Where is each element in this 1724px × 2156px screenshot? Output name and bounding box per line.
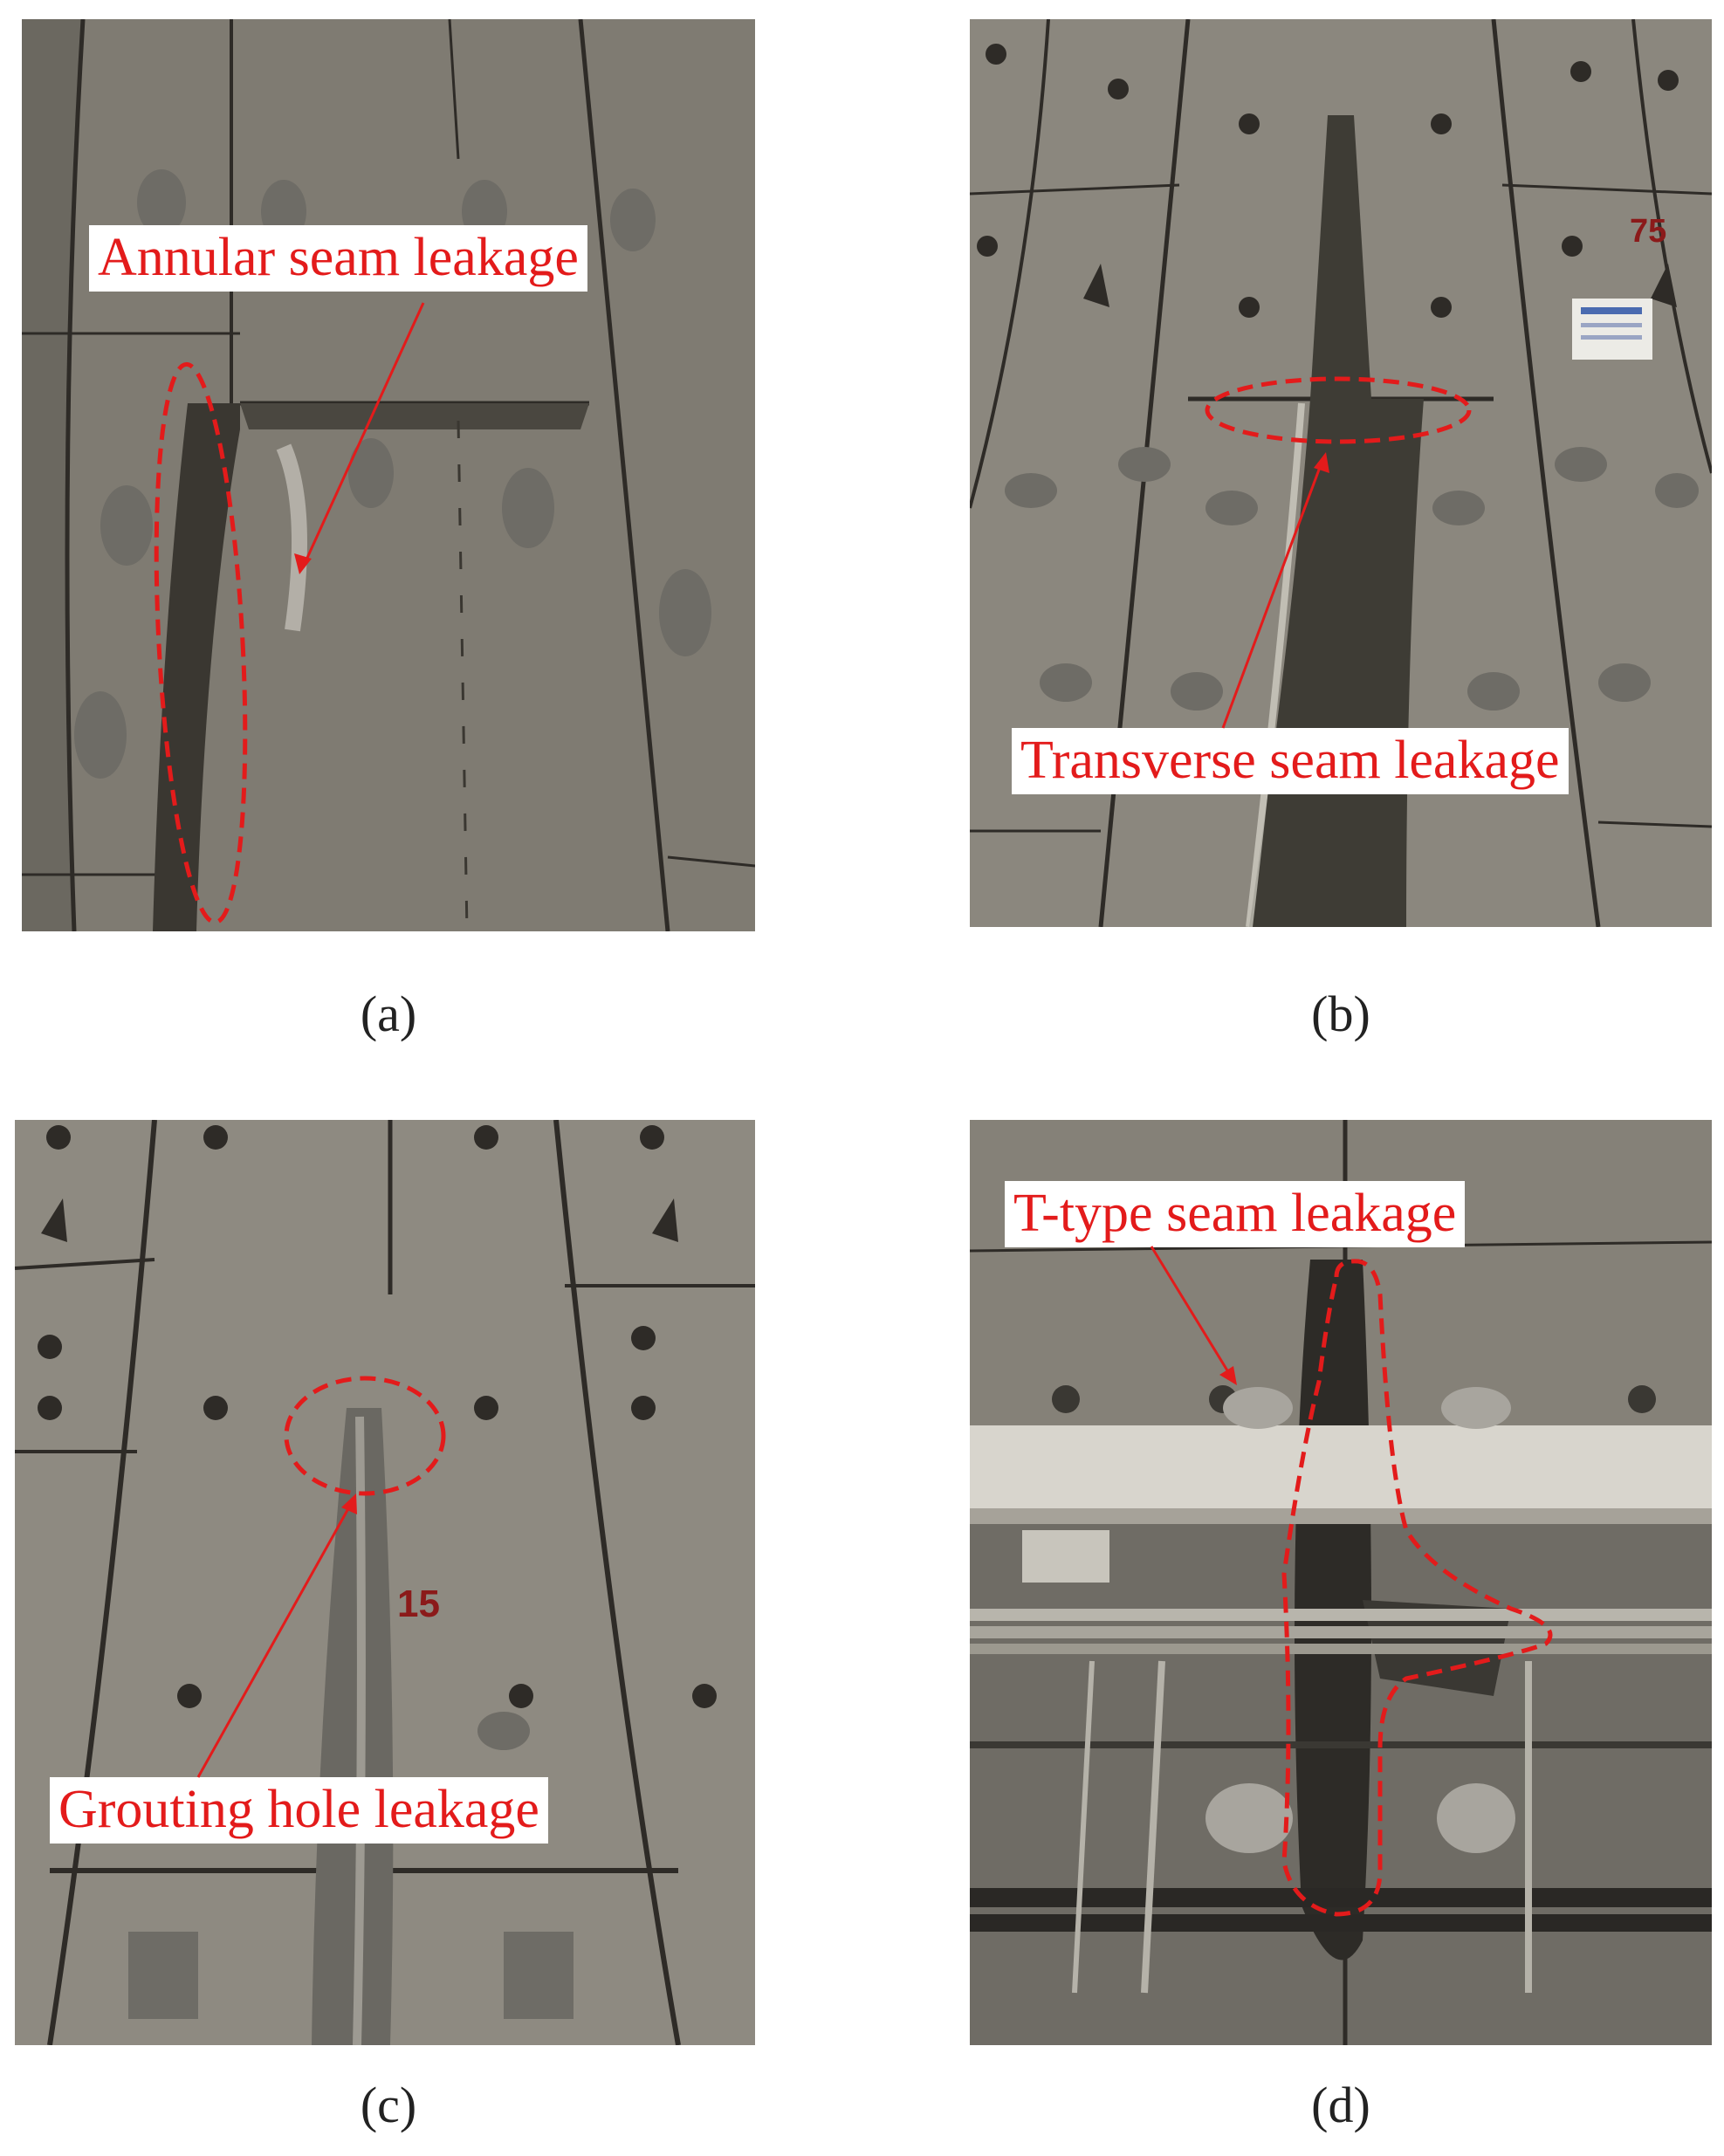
caption-b: (b) xyxy=(1311,985,1370,1042)
tunnel-photo-a xyxy=(22,19,755,931)
annotation-label-d: T-type seam leakage xyxy=(1005,1181,1466,1247)
annotation-label-c: Grouting hole leakage xyxy=(50,1777,548,1844)
photo-panel-c: 15 Grouting hole leakage xyxy=(15,1120,755,2045)
tunnel-photo-c xyxy=(15,1120,755,2045)
annotation-label-a: Annular seam leakage xyxy=(89,225,587,292)
segment-number-c: 15 xyxy=(397,1583,440,1625)
photo-panel-a: Annular seam leakage xyxy=(22,19,755,931)
caption-a: (a) xyxy=(360,985,417,1042)
annotation-label-b: Transverse seam leakage xyxy=(1012,728,1569,794)
tunnel-photo-d xyxy=(970,1120,1712,2045)
caption-d: (d) xyxy=(1311,2077,1370,2133)
photo-panel-d: T-type seam leakage xyxy=(970,1120,1712,2045)
caption-c: (c) xyxy=(360,2077,417,2133)
photo-panel-b: 75 Transverse seam leakage xyxy=(970,19,1712,927)
segment-number-b: 75 xyxy=(1630,213,1667,250)
